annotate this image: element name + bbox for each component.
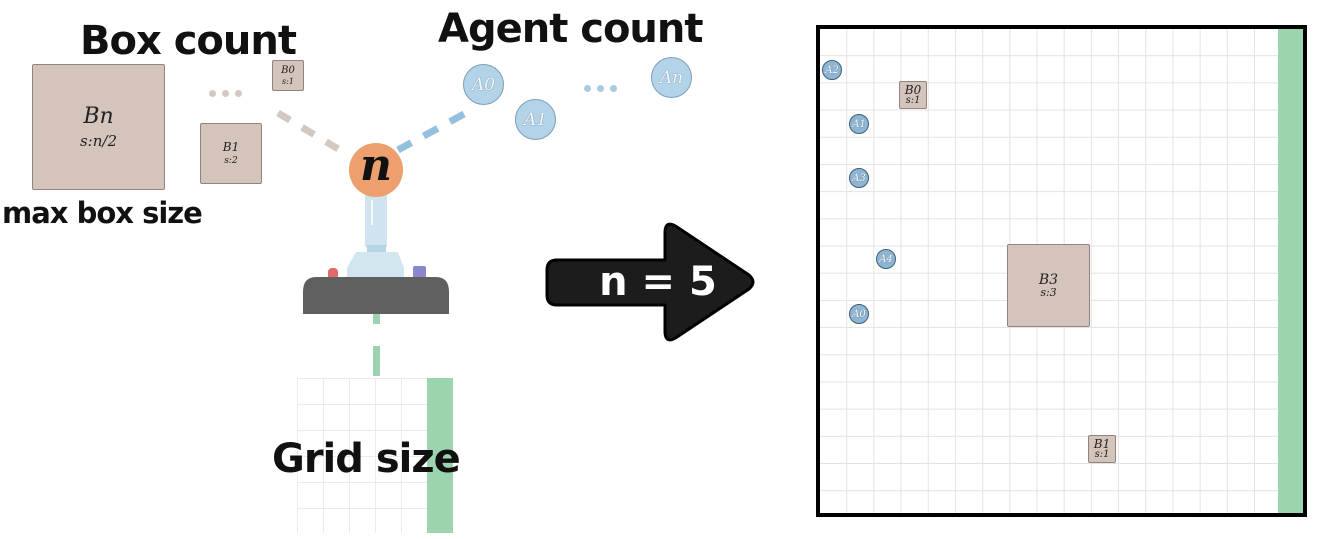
box-label: B3 (1038, 272, 1059, 288)
n-symbol: n (360, 140, 392, 191)
grid-agent-a-0: A0 (849, 304, 869, 324)
grid-box-b-3: B3 s:3 (1007, 244, 1090, 327)
agent-count-heading: Agent count (438, 6, 704, 52)
agent-a-0: A0 (463, 64, 504, 105)
agent-a-1: A1 (515, 99, 556, 140)
arrow-label: n = 5 (599, 259, 717, 305)
box-label: Bn (83, 103, 114, 129)
agent-a-n: An (651, 57, 692, 98)
agent-ellipsis (584, 85, 617, 92)
box-b-0: B0 s:1 (272, 60, 304, 91)
instantiation-arrow: n = 5 (543, 213, 759, 351)
max-box-size-heading: max box size (2, 196, 203, 230)
box-size-label: s:3 (1040, 286, 1057, 299)
grid-agent-a-2: A2 (822, 60, 842, 80)
box-label: B1 (1093, 437, 1111, 451)
grid-agent-a-1: A1 (849, 114, 869, 134)
box-size-label: s:2 (224, 156, 238, 166)
arrow-icon (545, 222, 755, 342)
grid-box-b-1: B1 s:1 (1088, 435, 1116, 463)
box-b-n: Bn s:n/2 (32, 64, 165, 190)
box-label: B1 (222, 140, 240, 154)
mini-grid-goal-column (427, 378, 453, 533)
box-b-1: B1 s:2 (200, 123, 262, 184)
box-count-heading: Box count (80, 18, 297, 64)
box-size-label: s:1 (905, 95, 921, 106)
grid-agent-a-3: A3 (849, 168, 869, 188)
grid-agent-a-4: A4 (876, 249, 896, 269)
box-size-label: s:1 (282, 76, 294, 86)
box-label: B0 (904, 83, 922, 97)
n-parameter-node: n (349, 143, 403, 197)
grid-box-b-0: B0 s:1 (899, 81, 927, 109)
connector-lines (276, 109, 466, 376)
box-ellipsis (209, 90, 242, 97)
box-size-label: s:1 (1094, 449, 1110, 460)
grid-size-heading: Grid size (272, 436, 461, 482)
box-size-label: s:n/2 (79, 131, 117, 150)
goal-column (1278, 29, 1303, 513)
environment-grid: B0 s:1 B3 s:3 B1 s:1 A2 A1 A3 A4 A0 (816, 25, 1307, 517)
box-label: B0 (281, 64, 295, 76)
